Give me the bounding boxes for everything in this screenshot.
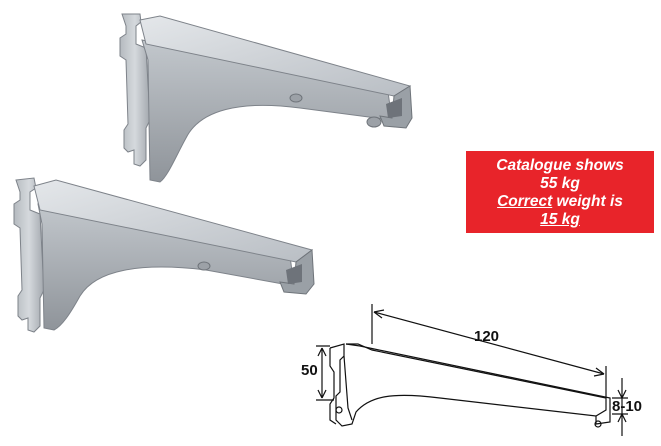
drawing-bracket-outline xyxy=(329,343,607,427)
notice-line-4: 15 kg xyxy=(540,211,580,228)
bracket-upper-pin xyxy=(289,93,303,103)
bracket-upper-web xyxy=(141,39,393,183)
bracket-lower-hook-plate xyxy=(13,177,45,333)
notice-line-2: 55 kg xyxy=(540,175,580,192)
bracket-upper-hook-plate xyxy=(119,13,151,167)
dim-slot-label: 8-10 xyxy=(612,398,643,415)
bracket-lower-web xyxy=(37,203,295,331)
bracket-upper-channel-opening xyxy=(386,98,402,118)
notice-line-3: Correct weight is xyxy=(466,193,654,211)
dim-length-label: 120 xyxy=(474,328,500,345)
dim-height-label: 50 xyxy=(301,362,318,379)
bracket-lower xyxy=(13,177,315,333)
dim-120-line xyxy=(373,311,605,375)
bracket-lower-pin xyxy=(197,261,211,271)
bracket-upper xyxy=(119,13,413,183)
notice-correct-word: Correct xyxy=(497,193,553,210)
notice-line-1: Catalogue shows xyxy=(496,157,624,174)
weight-correction-notice: Catalogue shows 55 kg Correct weight is … xyxy=(466,151,654,233)
notice-line-3-rest: weight is xyxy=(552,193,623,210)
bracket-upper-pin xyxy=(366,116,382,128)
technical-drawing xyxy=(316,304,628,436)
bracket-lower-channel-opening xyxy=(286,264,302,284)
